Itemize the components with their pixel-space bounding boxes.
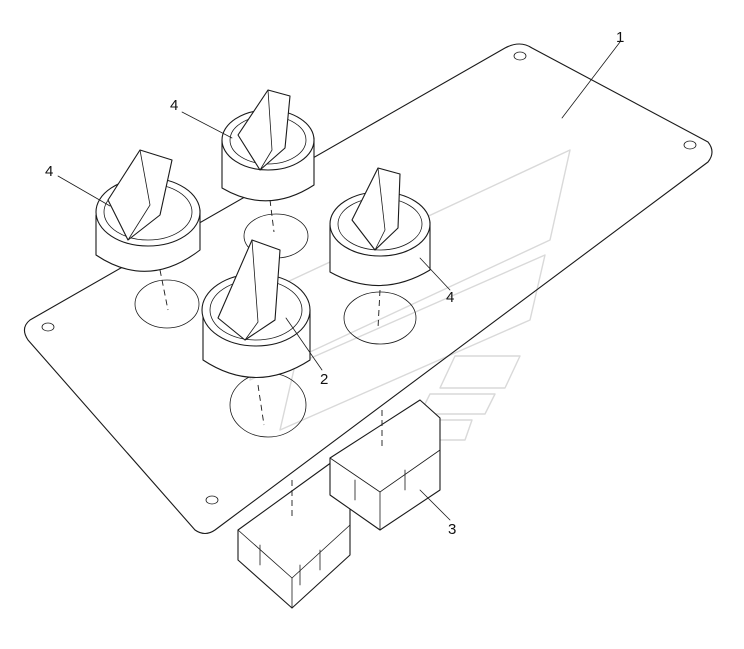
- mounting-hole-right: [683, 140, 697, 150]
- mounting-hole-left: [41, 322, 55, 332]
- callout-4-top: 4: [170, 97, 178, 114]
- base-plate: [23, 43, 713, 535]
- rotary-knob-top-center: [221, 89, 315, 233]
- callout-1: 1: [616, 29, 624, 46]
- leader-lines: [57, 41, 621, 521]
- callout-3: 3: [448, 521, 456, 538]
- callout-2: 2: [320, 371, 328, 388]
- mounting-hole-top: [513, 51, 527, 61]
- rotary-knob-top-left: [95, 149, 201, 311]
- switch-body-right: [329, 399, 441, 531]
- mounting-hole-bottom: [205, 495, 219, 505]
- callout-4-left: 4: [45, 163, 53, 180]
- callout-4-right: 4: [446, 289, 454, 306]
- rotary-knob-center: [201, 239, 311, 426]
- rotary-knob-right: [329, 167, 431, 329]
